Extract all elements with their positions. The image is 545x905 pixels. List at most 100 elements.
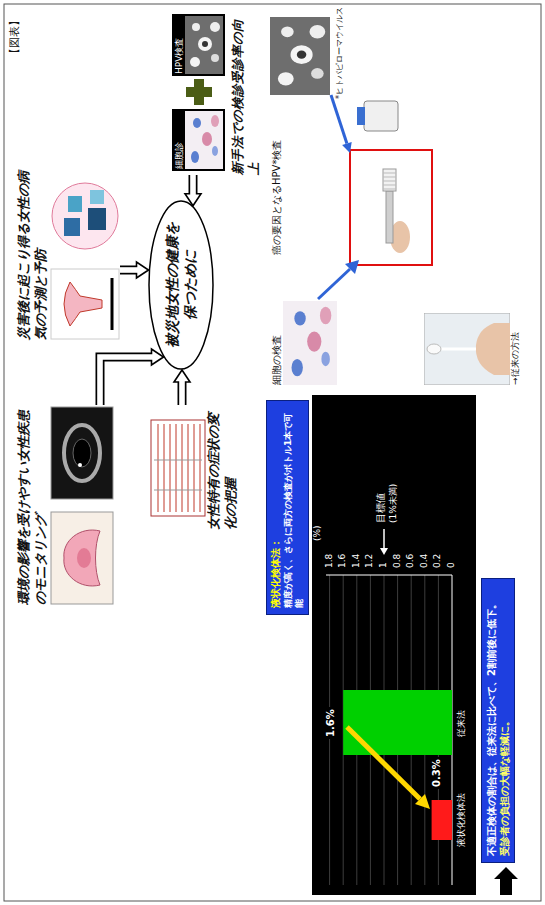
cell-photo <box>185 111 223 169</box>
hpv-photo <box>270 17 330 95</box>
photo-caption: →従来の方法 <box>510 305 522 385</box>
cell-photo <box>202 132 212 146</box>
image-label: HPV検査 <box>174 16 185 74</box>
organ-illustration <box>50 405 114 605</box>
photo-panel: 細胞の検査 <box>270 301 337 385</box>
sampling-photo <box>386 191 393 243</box>
central-ellipse: 被災地女性の健康を保つために <box>148 200 214 370</box>
cell-photo <box>292 359 303 376</box>
target-arrow <box>380 548 388 555</box>
chart-label: 液状化検体法 <box>456 791 467 849</box>
disaster-illustration <box>68 196 82 212</box>
organ-illustration <box>51 512 113 604</box>
block-arrow <box>190 175 196 196</box>
chart-label: 0.4 <box>419 552 430 570</box>
pointer-arrow <box>494 867 518 895</box>
trend-arrow <box>347 727 420 799</box>
disaster-illustration <box>52 183 118 249</box>
header-band: 液状化検体法：精度が高く、さらに両方の検査がボトル1本で可能 <box>266 400 309 615</box>
target-arrow <box>383 529 385 549</box>
disaster-illustration <box>88 208 106 230</box>
block-arrow <box>185 175 201 206</box>
cell-photo <box>321 352 330 366</box>
sample-arrow <box>342 142 352 153</box>
cell-photo <box>212 146 218 156</box>
swab-photo <box>476 323 510 375</box>
topic-panel: 女性特有の症状の変化の把握 <box>150 405 240 530</box>
cell-photo <box>283 301 337 385</box>
chart-bar <box>432 800 452 840</box>
chart-label: 1.8 <box>324 552 335 570</box>
hpv-photo <box>211 54 219 62</box>
plus-sign <box>194 79 204 105</box>
cell-photo <box>320 307 331 324</box>
disaster-illustration <box>64 282 102 326</box>
ellipse-outline <box>149 201 213 369</box>
organ-illustration <box>78 463 82 467</box>
topic-caption: 女性特有の症状の変化の把握 <box>206 405 240 530</box>
hpv-photo <box>202 41 208 47</box>
organ-illustration <box>50 405 114 605</box>
result-band: 不適正検体の割合は、従来法に比べて、2割前後に低下。受診者の負担の大幅な軽減に。 <box>481 578 515 863</box>
sample-arrow <box>345 260 359 274</box>
hpv-photo <box>210 22 220 32</box>
table-image <box>150 405 206 530</box>
topic-panel: 環境の影響を受けやすい女性疾患のモニタリング <box>16 405 114 605</box>
chart-ground <box>312 395 476 895</box>
hpv-photo <box>270 17 330 95</box>
sample-arrow <box>331 95 347 144</box>
swab-photo <box>424 313 510 385</box>
band-text: 不適正検体の割合は、従来法に比べて、2割前後に低下。 <box>485 585 498 856</box>
block-arrow <box>179 380 185 405</box>
hpv-photo <box>291 45 313 64</box>
cell-photo <box>185 111 223 169</box>
disaster-illustration <box>50 170 120 340</box>
chart-label: 1 <box>378 560 389 570</box>
topic-panel: 災害後に起こり得る女性の病気の予測と予防 <box>16 170 120 340</box>
block-arrow <box>120 267 138 273</box>
cell-photo <box>307 331 321 351</box>
organ-illustration <box>73 439 91 467</box>
trend-arrow <box>415 794 430 809</box>
hpv-photo <box>278 72 294 85</box>
block-arrow <box>100 349 164 405</box>
hpv-photo <box>297 51 306 59</box>
sampling-photo <box>383 173 396 189</box>
band-text: 受診者の負担の大幅な軽減に。 <box>498 585 511 856</box>
table-image <box>150 405 206 530</box>
chart-label: 0.6 <box>405 552 416 570</box>
chart-label: (%) <box>312 523 323 543</box>
hpv-photo <box>311 68 324 79</box>
photo-caption: 細胞の検査 <box>270 301 283 385</box>
swab-photo <box>424 313 510 385</box>
chart-bar <box>343 690 452 755</box>
photo-panel: 癌の要因となるHPV*検査 <box>270 15 330 255</box>
disaster-illustration <box>110 278 113 330</box>
band-heading: 液状化検体法： <box>270 407 283 608</box>
photo-panel: →従来の方法 <box>424 305 522 385</box>
hpv-photo <box>185 16 223 74</box>
hpv-photo <box>309 25 325 38</box>
swab-photo <box>427 344 441 354</box>
topic-caption: 環境の影響を受けやすい女性疾患のモニタリング <box>16 405 50 605</box>
topic-panel: 新手法での検診受診率の向上細胞診HPV検査 <box>172 10 263 175</box>
central-text: 被災地女性の健康を保つために <box>163 220 199 350</box>
chart-label: 1.2 <box>364 552 375 570</box>
chart-label: 0.2 <box>432 552 443 570</box>
disaster-illustration <box>50 170 120 340</box>
cell-photo <box>193 118 201 128</box>
hpv-photo <box>192 23 200 31</box>
hpv-photo <box>281 26 294 37</box>
chart-label: 1.6% <box>325 707 337 739</box>
disaster-illustration <box>64 218 80 236</box>
chart-label: 従来法 <box>456 708 467 739</box>
hpv-photo <box>185 16 223 74</box>
image-frame: HPV検査 <box>172 14 225 76</box>
chart-label: 0.3% <box>431 757 443 789</box>
chart-label: 1.6 <box>337 552 348 570</box>
photo-caption: 癌の要因となるHPV*検査 <box>270 105 283 255</box>
chart-label: 目標値 <box>375 491 387 525</box>
cell-photo <box>283 301 337 385</box>
topic-caption: 災害後に起こり得る女性の病気の予測と予防 <box>16 170 50 340</box>
